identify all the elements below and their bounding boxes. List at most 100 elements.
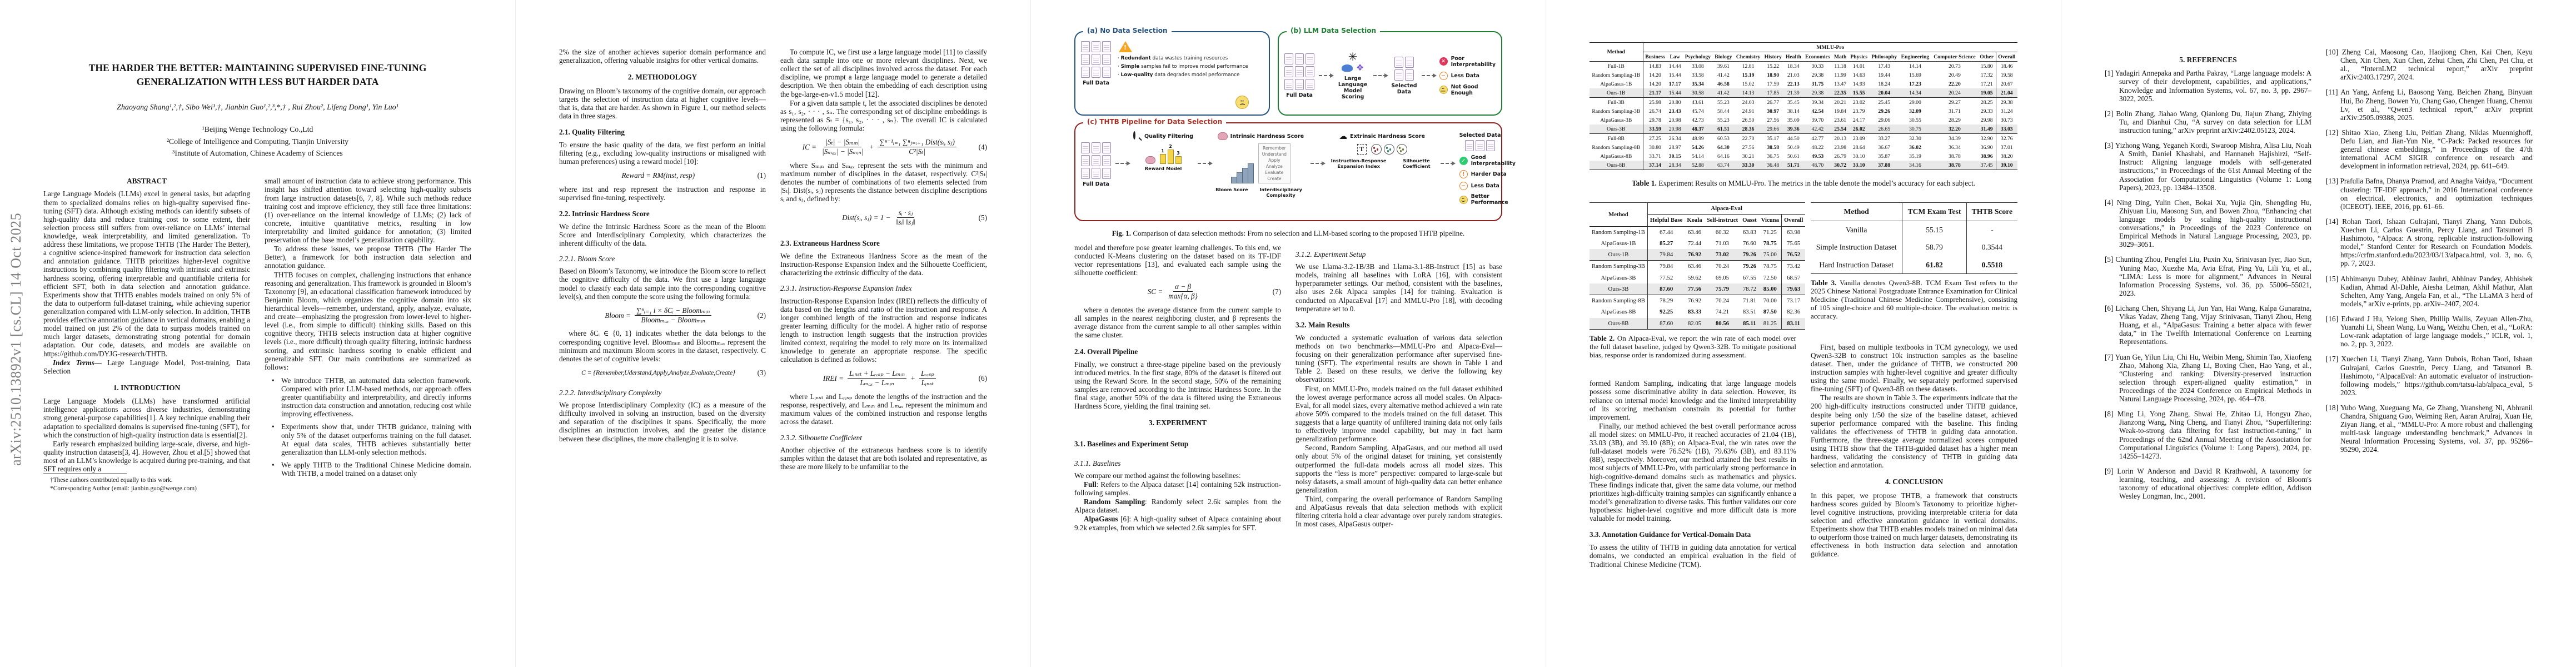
table-cell: 64.16 <box>1717 153 1730 160</box>
table-col-header: TCM Exam Test <box>1902 202 1967 221</box>
table-cell: 71.25 <box>1758 226 1782 238</box>
bullet-rest: samples fail to improve model performanc… <box>1139 63 1248 69</box>
table-cell: 83.51 <box>1742 308 1756 316</box>
table-cell: 22.20 <box>1949 81 1961 87</box>
table-cell: 38.58 <box>1767 144 1780 151</box>
table-cell: 36.48 <box>1767 162 1780 168</box>
table-cell: 18.24 <box>1878 81 1891 87</box>
table-cell: 39.70 <box>1811 117 1824 123</box>
reference-label: [2] <box>2105 109 2114 118</box>
equation-number: (1) <box>757 171 766 180</box>
reference-item: [8] Ming Li, Yong Zhang, Shwai He, Zhita… <box>2105 410 2311 460</box>
bullet-lead: Low-quality <box>1120 72 1153 78</box>
table-cell: 15.69 <box>1909 72 1921 78</box>
table-cell: 73.17 <box>1781 295 1806 307</box>
subsection-heading: 3.2. Main Results <box>1296 320 1350 329</box>
table-cell: 29.06 <box>1878 117 1891 123</box>
table-cell: 77.52 <box>1647 272 1685 283</box>
table-method-cell: Ours-8B <box>1608 320 1629 327</box>
deepseek-logo-icon <box>1341 64 1353 72</box>
table-cell: 92.25 <box>1647 306 1685 318</box>
table-method-cell: Full-8B <box>1590 133 1643 143</box>
table-cell: 26.74 <box>1642 107 1667 116</box>
section-heading: 3. EXPERIMENT <box>1148 419 1207 427</box>
reference-label: [8] <box>2105 410 2114 419</box>
paragraph: where Sₘᵢₙ and Sₘₐₓ represent the sets w… <box>780 161 987 203</box>
reference-item: [1] Yadagiri Annepaka and Partha Pakray,… <box>2105 69 2311 103</box>
table-cell: 70.24 <box>1704 295 1741 307</box>
table-cell: 42.42 <box>1811 126 1824 132</box>
table-cell: 35.19 <box>1909 153 1921 160</box>
table-cell: 29.66 <box>1767 126 1780 132</box>
table-cell: 78.29 <box>1647 295 1685 307</box>
documents-icon <box>1081 142 1111 179</box>
reference-item: [10] Zheng Cai, Maosong Cao, Haojiong Ch… <box>2326 48 2533 82</box>
table-cell: 54.14 <box>1691 153 1704 160</box>
interdisciplinary-complexity-label: Interdisciplinary Complexity <box>1259 187 1302 198</box>
table-cell: 20.73 <box>1931 61 1978 71</box>
table-cell: 82.36 <box>1781 306 1806 318</box>
equation-body: Dist(sᵢ, sⱼ) = 1 −sᵢ · sⱼ‖sᵢ‖ ‖sⱼ‖ <box>780 208 979 227</box>
table-cell: 28.97 <box>1668 144 1681 151</box>
table-col-header: Oasst <box>1740 214 1759 227</box>
cluster-icon <box>1371 144 1407 155</box>
table-cell: 23.43 <box>1668 108 1681 115</box>
table-corner: Method <box>1608 211 1628 218</box>
table-cell: 36.75 <box>1767 153 1780 160</box>
table-cell: 37.01 <box>1995 143 2017 152</box>
table-cell: 28.64 <box>1852 144 1865 151</box>
table-method-cell: Ours-8B <box>1607 162 1626 168</box>
table-cell: 41.42 <box>1717 89 1730 96</box>
table-cell: 14.83 <box>1642 61 1667 71</box>
caption-lead: Fig. 1. <box>1112 229 1132 237</box>
table-cell: 83.11 <box>1781 317 1806 330</box>
table-cell: 38.78 <box>1949 153 1961 160</box>
table-col-header: Overall <box>1995 52 2017 62</box>
affiliation-2: ²College of Intelligence and Computing, … <box>166 137 349 146</box>
table-caption: Table 2. On Alpaca-Eval, we report the w… <box>1590 334 1796 359</box>
equation: IC =|Sₜ| − |Sₘᵢₙ||Sₘₐₓ| − |Sₘᵢₙ|+∑ⁿ⁻¹ᵢ₌₁… <box>780 138 987 156</box>
table-cell: 38.96 <box>1980 153 1993 160</box>
table-cell: 35.17 <box>1762 133 1784 143</box>
arrow-icon <box>1310 161 1326 166</box>
paragraph-lead: Index Terms— <box>53 358 102 367</box>
selected-data-stack: Selected Data <box>1391 56 1417 95</box>
table-cell: 20.80 <box>1667 97 1683 107</box>
paragraph: First, based on multiple textbooks in TC… <box>1811 342 2017 394</box>
paragraph: The results are shown in Table 3. The ex… <box>1811 394 2017 470</box>
abstract-heading: ABSTRACT <box>127 177 167 186</box>
figure-panel-no-selection: (a) No Data Selection Full Data <box>1074 27 1270 116</box>
fraction-denominator: Bloomₘₐₓ − Bloomₘᵢₙ <box>641 315 705 324</box>
subsubsection-heading: 2.3.1. Instruction-Response Expansion In… <box>780 284 912 293</box>
fraction-numerator: ∑ⁿ⁻¹ᵢ₌₁ ∑ⁿⱼ₌ᵢ₊₁ Dist(sᵢ, sⱼ) <box>878 138 956 147</box>
table-method-cell: AlpaGasus-1B <box>1600 81 1632 87</box>
table-cell: 24.91 <box>1742 108 1755 115</box>
brain-icon <box>1217 132 1228 140</box>
caption-text: Comparison of data selection methods: Fr… <box>1131 229 1465 237</box>
table-cell: 39.10 <box>1995 161 2017 170</box>
table-cell: 18.90 <box>1767 72 1780 78</box>
reference-item: [16] Edward J Hu, Yelong Shen, Phillip W… <box>2326 314 2533 349</box>
table-col-header: Math <box>1832 52 1848 62</box>
table-cell: 30.97 <box>1767 108 1780 115</box>
table-method-cell: Ours-1B <box>1607 89 1626 96</box>
stage1-label: Quality Filtering <box>1144 133 1194 140</box>
table-method-cell: AlpaGasus-3B <box>1600 117 1632 123</box>
section-heading: 5. REFERENCES <box>2179 56 2237 64</box>
paragraph: Large Language Models (LLMs) have transf… <box>43 397 250 439</box>
paragraph: where Lᵢₙₛₜ and Lᵣₑₛₚ denote the lengths… <box>780 392 987 426</box>
table-cell: 33.71 <box>1642 152 1667 161</box>
fraction-numerator: ∑⁶ᵢ₌₁ i × δCᵢ − Bloomₘᵢₙ <box>634 306 712 316</box>
table-cell: 20.24 <box>1949 89 1961 96</box>
reference-label: [3] <box>2105 141 2114 150</box>
table-cell: 29.27 <box>1931 97 1978 107</box>
table-cell: 60.53 <box>1712 133 1735 143</box>
